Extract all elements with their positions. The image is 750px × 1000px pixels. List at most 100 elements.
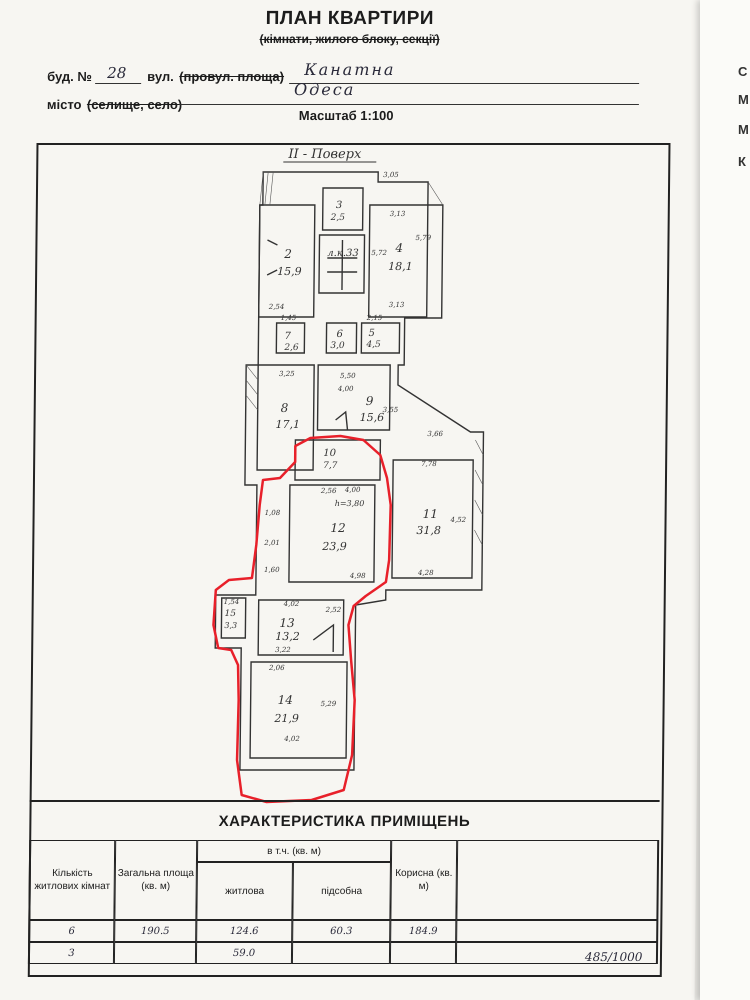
dim-label: 2,15 — [366, 314, 383, 322]
room-number: 2 — [283, 247, 292, 261]
room-area: 21,9 — [273, 712, 299, 725]
room-area: 17,1 — [275, 418, 300, 431]
dim-label: 4,00 — [344, 486, 361, 494]
room-area: 4,5 — [365, 340, 381, 350]
room-15-outline — [220, 597, 247, 639]
room-area: 3,0 — [330, 341, 345, 351]
header-useful: Корисна (кв. м) — [390, 840, 458, 920]
floor-plan: II - Поверх — [212, 147, 485, 804]
room-area: 15,9 — [277, 265, 302, 278]
room-number: 9 — [366, 394, 374, 408]
dim-label: 4,02 — [283, 735, 300, 743]
header-empty — [456, 840, 660, 920]
edge-letter: С — [738, 64, 748, 79]
document-sheet: ПЛАН КВАРТИРИ (кімнати, жилого блоку, се… — [0, 0, 705, 1000]
row-cell: 124.6 — [196, 920, 293, 942]
room-number: 15 — [225, 609, 237, 619]
room-number: 7 — [284, 331, 291, 342]
dim-label: 4,52 — [450, 516, 467, 524]
row-cell: 190.5 — [114, 920, 197, 942]
dim-label: 2,06 — [268, 664, 285, 672]
dim-label: 4,00 — [337, 385, 354, 393]
stair-label: л.к.33 — [327, 248, 359, 259]
floor-label: II - Поверх — [287, 147, 362, 162]
dim-label: 3,66 — [427, 430, 443, 438]
dim-label: 7,78 — [421, 460, 437, 468]
characteristics-title: ХАРАКТЕРИСТИКА ПРИМІЩЕНЬ — [29, 800, 660, 842]
room-number: 13 — [279, 616, 295, 630]
row-cell: 60.3 — [292, 920, 391, 942]
ceiling-note: h=3,80 — [335, 499, 365, 508]
row-cell: 3 — [27, 942, 115, 964]
room-area: 3,3 — [224, 621, 237, 630]
dim-label: 3,22 — [275, 646, 291, 654]
row-cell — [113, 942, 197, 964]
edge-letter: К — [738, 154, 746, 169]
dim-label: 3,05 — [383, 171, 399, 179]
room-3-outline — [321, 187, 364, 231]
dim-label: 2,54 — [268, 303, 285, 311]
row-cell: 184.9 — [390, 920, 457, 942]
room-area: 23,9 — [321, 540, 347, 553]
room-number: 14 — [278, 693, 293, 707]
room-number: 4 — [394, 241, 403, 255]
room-area: 18,1 — [388, 260, 413, 273]
header-living: житлова — [196, 862, 293, 920]
header-total-area: Загальна площа (кв. м) — [114, 840, 198, 920]
stair-outline — [318, 234, 366, 294]
room-14-outline — [249, 661, 348, 759]
dim-label: 3,13 — [390, 210, 406, 218]
room-area: 15,6 — [360, 411, 385, 424]
dim-label: 3,55 — [383, 406, 399, 414]
room-9-outline — [316, 364, 391, 431]
dim-label: 4,28 — [417, 569, 434, 577]
row-cell: 6 — [28, 920, 115, 942]
room-13-outline — [257, 599, 345, 656]
room-number: 8 — [281, 401, 289, 415]
dim-label: 1,54 — [224, 598, 240, 606]
header-rooms-count: Кількість житлових кімнат — [28, 840, 116, 920]
dim-label: 4,02 — [283, 600, 300, 608]
room-number: 5 — [368, 328, 374, 339]
room-area: 2,6 — [283, 343, 299, 353]
room-number: 6 — [336, 329, 343, 340]
underlying-sheet — [700, 0, 750, 1000]
dim-label: 5,72 — [371, 249, 387, 257]
room-area: 31,8 — [416, 524, 441, 537]
row-cell: 59.0 — [195, 942, 293, 964]
room-4-outline — [367, 204, 429, 318]
room-number: 10 — [323, 448, 336, 459]
room-area: 2,5 — [330, 213, 346, 223]
room-10-outline — [294, 439, 382, 481]
dim-label: 5,79 — [415, 234, 431, 242]
room-number: 11 — [423, 507, 438, 521]
row-cell — [456, 920, 659, 942]
room-number: 3 — [336, 200, 342, 211]
edge-letter: М — [738, 122, 749, 137]
room-area: 13,2 — [275, 630, 300, 643]
header-auxiliary: підсобна — [292, 862, 391, 920]
room-2-outline — [257, 204, 316, 318]
dim-label: 2,52 — [325, 606, 342, 614]
dim-label: 5,50 — [340, 372, 356, 380]
dim-label: 2,56 — [320, 487, 337, 495]
room-11-outline — [391, 459, 474, 579]
dim-label: 1,08 — [265, 509, 281, 517]
dim-label: 2,01 — [263, 539, 280, 547]
highlight-outline — [212, 434, 392, 804]
room-12-outline — [288, 484, 376, 583]
row-cell — [291, 942, 391, 964]
row-cell — [389, 942, 457, 964]
fraction-note: 485/1000 — [584, 950, 643, 964]
dim-label: 4,98 — [349, 572, 366, 580]
room-8-outline — [256, 364, 315, 471]
header-including: в т.ч. (кв. м) — [196, 840, 392, 862]
dim-label: 3,13 — [389, 301, 405, 309]
room-number: 12 — [330, 521, 345, 535]
edge-letter: М — [738, 92, 749, 107]
dim-label: 1,45 — [281, 314, 297, 322]
dim-label: 3,25 — [279, 370, 295, 378]
dim-label: 5,29 — [321, 700, 337, 708]
dim-label: 1,60 — [264, 566, 280, 574]
room-area: 7,7 — [323, 461, 338, 471]
